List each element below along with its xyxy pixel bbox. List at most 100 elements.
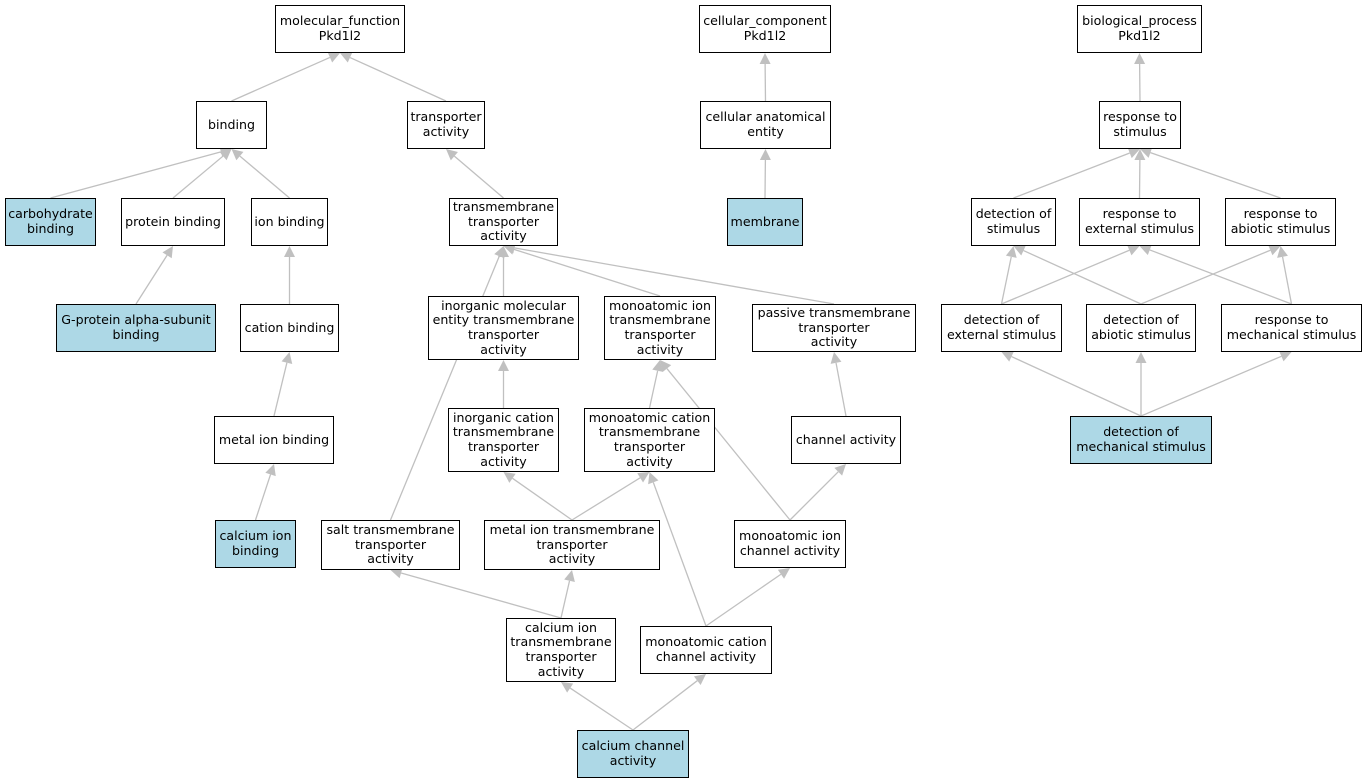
edge-cach-to-monocatch [632, 680, 698, 731]
node-calcium-ion-binding[interactable]: calcium ion binding [215, 520, 296, 568]
edge-passive-to-tmt [514, 247, 835, 305]
node-response-to-stimulus[interactable]: response to stimulus [1099, 101, 1181, 149]
edge-metalion-to-cation [273, 362, 288, 417]
arrowhead-monoionch-to-channel [834, 464, 846, 476]
node-detection-of-external-stimulus[interactable]: detection of external stimulus [941, 304, 1062, 352]
arrowhead-doas-to-rtas [1268, 245, 1281, 256]
edge-doas-to-rtas [1140, 249, 1271, 305]
edge-metaltm-to-monocat [571, 477, 641, 521]
node-response-to-abiotic-stimulus[interactable]: response to abiotic stimulus [1225, 198, 1336, 246]
arrowhead-catm-to-salt [390, 567, 403, 579]
node-channel-activity[interactable]: channel activity [791, 416, 901, 464]
node-membrane[interactable]: membrane [727, 198, 803, 246]
node-passive-transmembrane-transporter-activity[interactable]: passive transmembrane transporter activi… [752, 304, 916, 352]
arrowhead-doms-to-does [1001, 351, 1014, 362]
edge-metaltm-to-inorgcat [512, 477, 573, 521]
arrowhead-doms-to-rtms [1279, 351, 1292, 362]
node-response-to-external-stimulus[interactable]: response to external stimulus [1079, 198, 1200, 246]
arrowhead-channel-to-passive [830, 352, 842, 364]
node-transporter-activity[interactable]: transporter activity [407, 101, 485, 149]
edge-catm-to-metaltm [560, 580, 571, 619]
edge-does-to-dos [1000, 256, 1012, 305]
node-monoatomic-cation-channel-activity[interactable]: monoatomic cation channel activity [640, 626, 772, 674]
node-monoatomic-ion-transmembrane-transporter-activity[interactable]: monoatomic ion transmembrane transporter… [604, 296, 716, 360]
arrowhead-dos-to-rts [1127, 147, 1140, 159]
arrowhead-transporter-to-mf [340, 52, 353, 63]
node-salt-transmembrane-transporter-activity[interactable]: salt transmembrane transporter activity [321, 520, 460, 570]
arrowhead-metaltm-to-inorgcat [503, 472, 516, 483]
node-carbohydrate-binding[interactable]: carbohydrate binding [5, 198, 96, 246]
node-calcium-ion-transmembrane-transporter-activity[interactable]: calcium ion transmembrane transporter ac… [506, 618, 616, 682]
arrowhead-monocatch-to-monocat [648, 472, 659, 485]
node-biological-process[interactable]: biological_process Pkd1l2 [1077, 5, 1202, 53]
edge-tmt-to-transporter [453, 155, 504, 199]
arrowhead-binding-to-mf [327, 52, 340, 63]
arrowhead-doms-to-doas [1135, 352, 1147, 363]
edge-calciumion-to-metalion [254, 474, 272, 521]
edge-doas-to-dos [1023, 249, 1142, 305]
edge-doms-to-does [1011, 355, 1142, 417]
edge-monoion-to-tmt [513, 248, 661, 297]
node-monoatomic-ion-channel-activity[interactable]: monoatomic ion channel activity [734, 520, 846, 568]
arrowhead-cation-to-ion [284, 246, 295, 257]
node-g-protein-alpha-subunit-binding[interactable]: G-protein alpha-subunit binding [56, 304, 216, 352]
edge-rtms-to-rtes [1149, 249, 1292, 305]
edge-monoionch-to-monoion [666, 368, 791, 521]
arrowhead-tmt-to-transporter [446, 149, 458, 161]
edge-gprot-to-protein [135, 254, 168, 305]
arrowhead-monocat-to-monoion [652, 360, 664, 372]
node-calcium-channel-activity[interactable]: calcium channel activity [577, 730, 689, 778]
arrowhead-membrane-to-cae [759, 149, 771, 161]
node-detection-of-stimulus[interactable]: detection of stimulus [971, 198, 1056, 246]
edge-monoionch-to-channel [789, 471, 839, 521]
arrowhead-monocatch-to-monoionch [777, 568, 790, 579]
node-response-to-mechanical-stimulus[interactable]: response to mechanical stimulus [1221, 304, 1362, 352]
node-inorganic-cation-transmembrane-transporter-activity[interactable]: inorganic cation transmembrane transport… [448, 408, 559, 472]
arrowhead-salt-to-tmt [494, 246, 505, 259]
arrowhead-calciumion-to-metalion [265, 464, 276, 477]
arrowhead-ion-to-binding [231, 149, 244, 161]
arrowhead-cach-to-catm [561, 682, 574, 693]
arrowhead-cae-to-cc [759, 53, 771, 65]
edge-dos-to-rts [1013, 152, 1130, 199]
node-cellular-anatomical-entity[interactable]: cellular anatomical entity [700, 101, 831, 149]
node-ion-binding[interactable]: ion binding [251, 198, 328, 246]
edge-binding-to-mf [231, 56, 331, 102]
node-monoatomic-cation-transmembrane-transporter-activity[interactable]: monoatomic cation transmembrane transpor… [584, 408, 715, 472]
arrowhead-inorgcat-to-inorgmol [498, 360, 509, 371]
arrowhead-catm-to-metaltm [564, 570, 575, 582]
edge-rtas-to-rts [1150, 152, 1281, 199]
edge-monocatch-to-monoionch [705, 573, 782, 627]
arrowhead-doas-to-dos [1013, 245, 1026, 256]
arrowhead-rts-to-bp [1134, 53, 1146, 65]
node-detection-of-abiotic-stimulus[interactable]: detection of abiotic stimulus [1086, 304, 1196, 352]
node-inorganic-molecular-entity-transmembrane-transporter-activity[interactable]: inorganic molecular entity transmembrane… [428, 296, 579, 360]
edge-protein-to-binding [172, 155, 224, 199]
edge-rtms-to-rtas [1281, 256, 1293, 305]
edge-ion-to-binding [239, 155, 290, 199]
edge-channel-to-passive [835, 362, 847, 417]
edge-carb-to-binding [50, 151, 222, 199]
arrowhead-rtes-to-rts [1134, 149, 1146, 161]
arrowhead-rtms-to-rtes [1139, 244, 1152, 256]
edge-doms-to-rtms [1140, 355, 1282, 417]
edge-monocat-to-monoion [648, 370, 659, 409]
node-cation-binding[interactable]: cation binding [240, 304, 339, 352]
node-protein-binding[interactable]: protein binding [121, 198, 225, 246]
node-metal-ion-binding[interactable]: metal ion binding [214, 416, 334, 464]
edge-transporter-to-mf [349, 56, 447, 102]
arrowhead-does-to-dos [1005, 246, 1017, 258]
node-molecular-function[interactable]: molecular_function Pkd1l2 [275, 5, 405, 53]
arrowhead-does-to-rtes [1127, 245, 1140, 256]
node-transmembrane-transporter-activity[interactable]: transmembrane transporter activity [449, 198, 558, 246]
node-cellular-component[interactable]: cellular_component Pkd1l2 [699, 5, 831, 53]
arrowhead-protein-to-binding [219, 149, 232, 161]
node-detection-of-mechanical-stimulus[interactable]: detection of mechanical stimulus [1070, 416, 1212, 464]
arrowhead-monoionch-to-monoion [660, 360, 672, 373]
node-binding[interactable]: binding [196, 101, 267, 149]
edge-catm-to-salt [400, 572, 562, 619]
node-metal-ion-transmembrane-transporter-activity[interactable]: metal ion transmembrane transporter acti… [484, 520, 660, 570]
arrowhead-cach-to-monocatch [693, 674, 706, 686]
edge-cach-to-catm [569, 687, 634, 731]
